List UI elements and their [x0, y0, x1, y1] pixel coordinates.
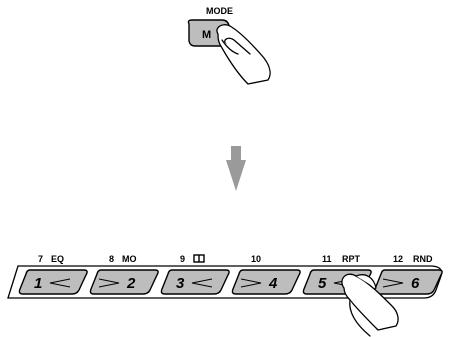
right-wedge-icon	[98, 278, 120, 288]
down-arrow-icon	[226, 146, 246, 191]
mode-label: MODE	[206, 6, 233, 16]
right-wedge-icon	[240, 278, 262, 288]
preset-caption-function: RND	[413, 254, 433, 264]
left-wedge-icon	[49, 278, 71, 288]
preset-button-6[interactable]: 6	[373, 269, 443, 295]
preset-caption-number: 11	[322, 254, 332, 264]
preset-caption-number: 7	[38, 254, 43, 264]
preset-caption-number: 9	[180, 254, 185, 264]
preset-button-number: 2	[126, 275, 136, 292]
left-wedge-icon	[191, 278, 213, 288]
preset-caption-function: EQ	[51, 254, 64, 264]
preset-button-number: 6	[411, 275, 420, 292]
dolby-icon	[193, 254, 205, 263]
pointing-hand-icon	[341, 273, 399, 337]
preset-button-2[interactable]: 2	[89, 269, 159, 295]
mode-button-label: M	[202, 29, 211, 41]
preset-button-4[interactable]: 4	[231, 269, 301, 295]
preset-button-1[interactable]: 1	[18, 269, 88, 295]
preset-button-number: 4	[268, 275, 278, 292]
preset-button-strip: 1 7 EQ 2 8 MO 3 9 4 10 5 11 RPT 6 12 RND	[7, 254, 443, 299]
preset-button-number: 1	[34, 275, 42, 292]
preset-button-number: 3	[176, 275, 185, 292]
preset-caption-number: 8	[109, 254, 114, 264]
pointing-hand-icon	[216, 24, 271, 85]
preset-button-3[interactable]: 3	[160, 269, 230, 295]
right-wedge-icon	[382, 278, 404, 288]
preset-caption-number: 12	[393, 254, 403, 264]
preset-caption-function: RPT	[342, 254, 361, 264]
preset-caption-number: 10	[251, 254, 261, 264]
preset-button-number: 5	[318, 275, 327, 292]
preset-caption-function: MO	[122, 254, 137, 264]
